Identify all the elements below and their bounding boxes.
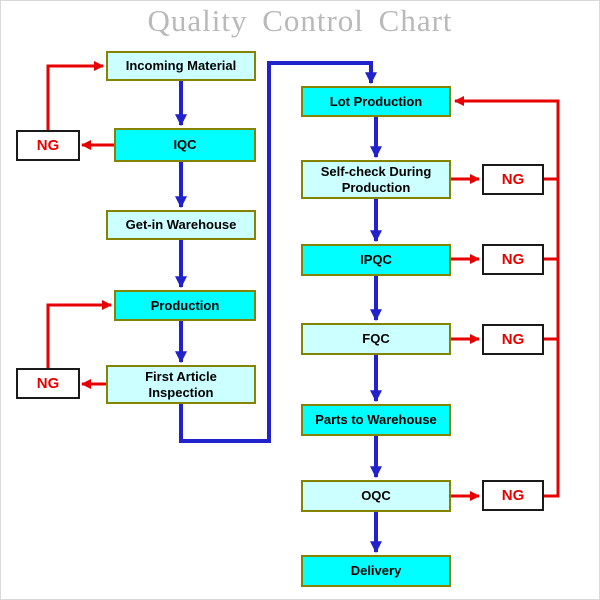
- node-lot-production-label: Lot Production: [329, 93, 423, 109]
- arrow-ng-to-production: [46, 300, 112, 368]
- ng-label: NG: [501, 251, 525, 268]
- ng-box-ipqc: NG: [482, 244, 544, 275]
- node-production-label: Production: [150, 297, 220, 313]
- arrow-first-article-to-lot-production: [179, 61, 377, 443]
- node-ipqc-label: IPQC: [360, 252, 392, 268]
- arrow-ng-to-lot-production: [454, 96, 560, 498]
- node-parts-to-warehouse: Parts to Warehouse: [301, 404, 451, 436]
- page-title: Quality Control Chart: [147, 3, 453, 38]
- node-incoming-material-label: Incoming Material: [125, 58, 237, 74]
- node-first-article-inspection-label: First Article Inspection: [145, 368, 217, 400]
- node-incoming-material: Incoming Material: [106, 51, 256, 81]
- ng-box-iqc: NG: [16, 130, 80, 161]
- node-first-article-inspection: First Article Inspection: [106, 365, 256, 404]
- node-delivery-label: Delivery: [350, 563, 402, 579]
- node-production: Production: [114, 290, 256, 321]
- node-ipqc: IPQC: [301, 244, 451, 276]
- ng-label: NG: [501, 171, 525, 188]
- node-iqc: IQC: [114, 128, 256, 162]
- ng-label: NG: [501, 487, 525, 504]
- ng-box-oqc: NG: [482, 480, 544, 511]
- ng-box-fqc: NG: [482, 324, 544, 355]
- node-self-check-label: Self-check During Production: [320, 163, 432, 195]
- node-fqc-label: FQC: [362, 331, 390, 347]
- arrow-ng-to-incoming: [46, 61, 104, 130]
- node-oqc: OQC: [301, 480, 451, 512]
- ng-box-self-check: NG: [482, 164, 544, 195]
- node-fqc: FQC: [301, 323, 451, 355]
- node-lot-production: Lot Production: [301, 86, 451, 117]
- node-iqc-label: IQC: [173, 137, 197, 153]
- node-parts-to-warehouse-label: Parts to Warehouse: [315, 412, 437, 428]
- ng-label: NG: [36, 137, 60, 154]
- node-delivery: Delivery: [301, 555, 451, 587]
- node-get-in-warehouse: Get-in Warehouse: [106, 210, 256, 240]
- node-oqc-label: OQC: [361, 488, 391, 504]
- node-self-check-during-production: Self-check During Production: [301, 160, 451, 199]
- ng-box-first-article: NG: [16, 368, 80, 399]
- ng-label: NG: [501, 331, 525, 348]
- ng-label: NG: [36, 375, 60, 392]
- node-get-in-warehouse-label: Get-in Warehouse: [125, 217, 237, 233]
